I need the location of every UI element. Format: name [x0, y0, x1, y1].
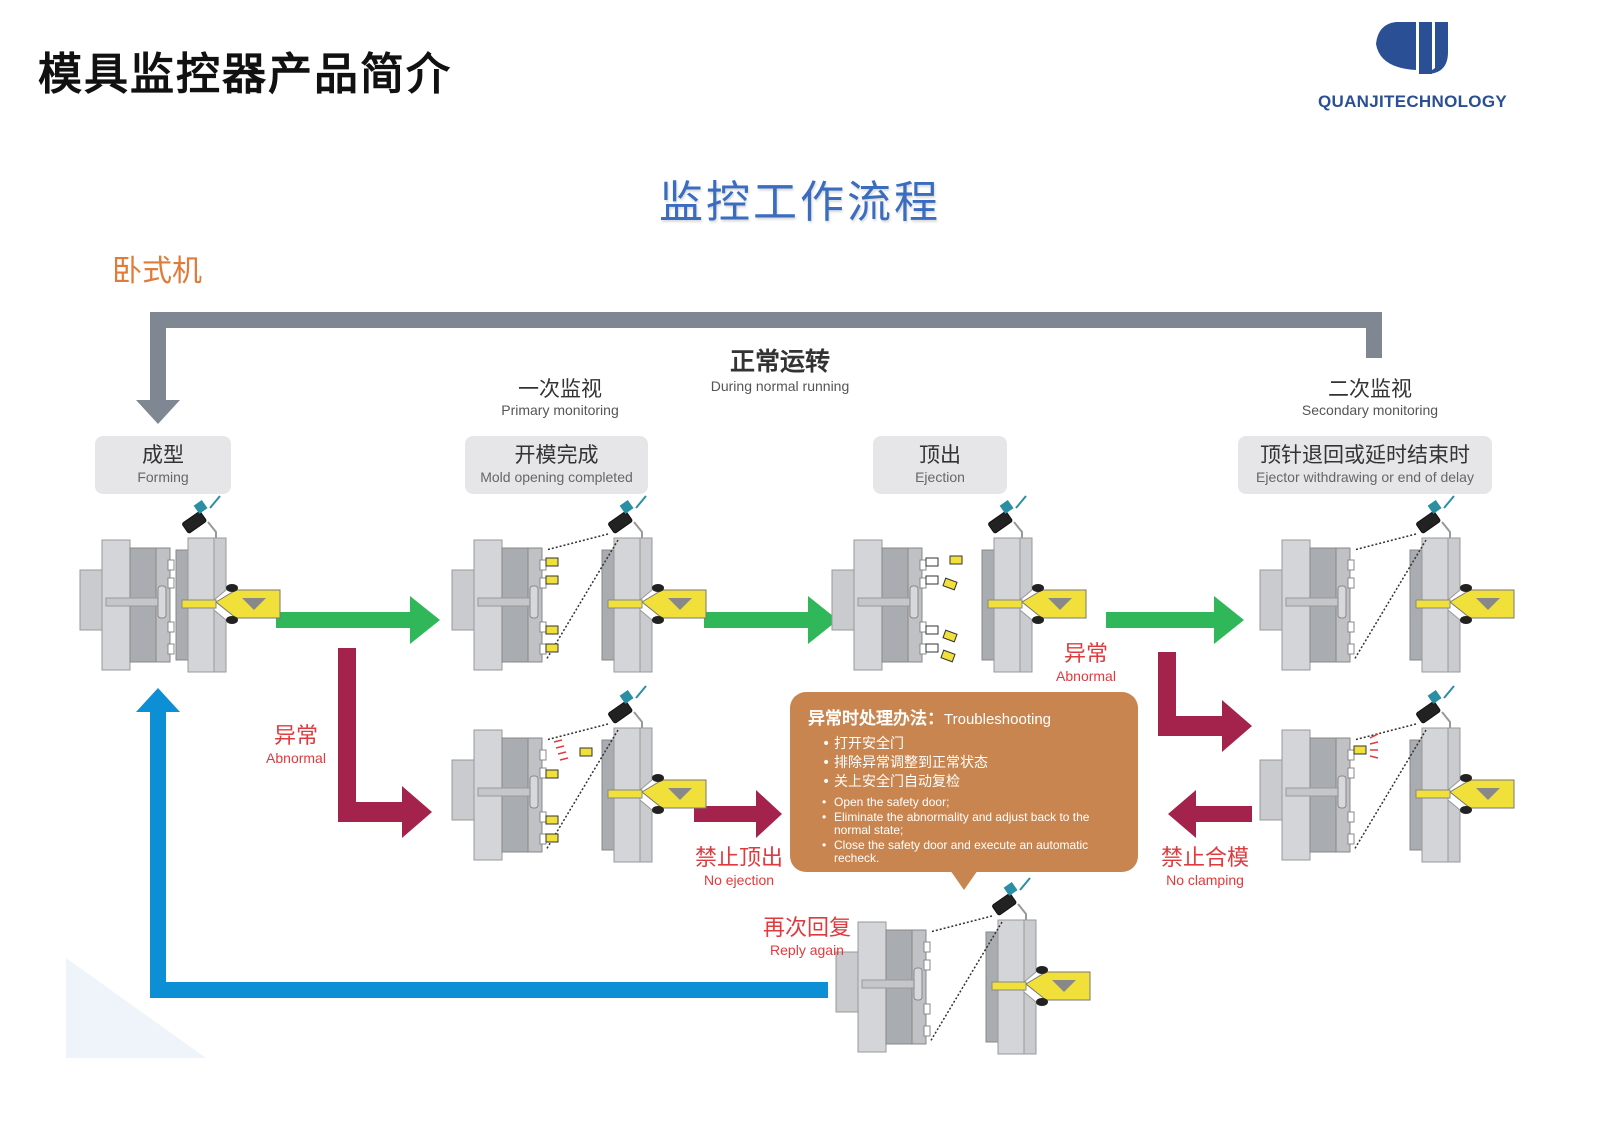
- normal-arrow-2: [704, 596, 838, 644]
- mold-machine-primary-abnormal: [451, 685, 707, 863]
- normal-running-zh: 正常运转: [729, 347, 830, 376]
- mold-machine-ejection: [831, 495, 1087, 673]
- no-ejection-label: 禁止顶出 No ejection: [684, 846, 794, 888]
- stage-en: Secondary monitoring: [1301, 402, 1439, 418]
- step-ejection: 顶出 Ejection: [873, 436, 1007, 494]
- machine-type-label: 卧式机: [112, 254, 202, 289]
- troubleshooting-step: 排除异常调整到正常状态: [822, 754, 1120, 773]
- step-en: Forming: [137, 469, 189, 485]
- step-zh: 顶出: [919, 443, 961, 467]
- action-zh: 禁止顶出: [694, 846, 783, 871]
- step-zh: 顶针退回或延时结束时: [1260, 443, 1470, 467]
- normal-running-label: 正常运转 During normal running: [680, 346, 880, 394]
- troubleshooting-title: 异常时处理办法：Troubleshooting: [808, 704, 1120, 729]
- step-zh: 开模完成: [514, 443, 599, 467]
- step-ejector-withdrawing: 顶针退回或延时结束时 Ejector withdrawing or end of…: [1238, 436, 1492, 494]
- reply-again-label: 再次回复 Reply again: [752, 916, 862, 958]
- mold-machine-forming: [79, 495, 281, 673]
- normal-arrow-1: [276, 596, 440, 644]
- troubleshooting-step: Close the safety door and execute an aut…: [822, 839, 1120, 865]
- decorative-triangle: [66, 958, 206, 1058]
- troubleshooting-title-en: Troubleshooting: [944, 711, 1052, 728]
- abnormal-label-secondary: 异常 Abnormal: [1046, 642, 1126, 684]
- callout-pointer: [950, 870, 978, 890]
- stage-en: Primary monitoring: [501, 402, 619, 418]
- mold-machine-secondary-abnormal: [1259, 685, 1515, 863]
- abnormal-zh: 异常: [1063, 642, 1108, 667]
- step-en: Mold opening completed: [480, 469, 633, 485]
- loop-arrow: [136, 312, 1382, 424]
- step-mold-opening: 开模完成 Mold opening completed: [465, 436, 648, 494]
- mold-machine-recheck: [835, 877, 1091, 1055]
- troubleshooting-callout: 异常时处理办法：Troubleshooting 打开安全门 排除异常调整到正常状…: [790, 692, 1138, 872]
- secondary-monitoring-label: 二次监视 Secondary monitoring: [1270, 376, 1470, 418]
- action-zh: 再次回复: [762, 916, 851, 941]
- step-en: Ejector withdrawing or end of delay: [1256, 469, 1474, 485]
- brand-name: QUANJITECHNOLOGY: [1318, 92, 1507, 111]
- troubleshooting-step: Open the safety door;: [822, 796, 1120, 810]
- troubleshooting-steps-zh: 打开安全门 排除异常调整到正常状态 关上安全门自动复检: [808, 735, 1120, 792]
- stage-zh: 二次监视: [1328, 377, 1412, 401]
- mold-machine-secondary: [1259, 495, 1515, 673]
- troubleshooting-step: 打开安全门: [822, 735, 1120, 754]
- action-zh: 禁止合模: [1160, 846, 1249, 871]
- abnormal-en: Abnormal: [1056, 668, 1116, 684]
- abnormal-arrow-primary: [338, 648, 432, 838]
- action-en: No clamping: [1166, 872, 1244, 888]
- mold-machine-mold-open: [451, 495, 707, 673]
- step-en: Ejection: [915, 469, 965, 485]
- abnormal-en: Abnormal: [266, 750, 326, 766]
- no-clamping-label: 禁止合模 No clamping: [1150, 846, 1260, 888]
- abnormal-label-primary: 异常 Abnormal: [256, 724, 336, 766]
- abnormal-zh: 异常: [273, 724, 318, 749]
- action-en: Reply again: [770, 942, 844, 958]
- troubleshooting-step: Eliminate the abnormality and adjust bac…: [822, 811, 1120, 837]
- stage-zh: 一次监视: [518, 377, 602, 401]
- step-zh: 成型: [142, 443, 184, 467]
- no-clamping-arrow: [1168, 790, 1252, 838]
- troubleshooting-title-zh: 异常时处理办法：: [808, 709, 944, 729]
- section-title: 监控工作流程: [659, 177, 941, 228]
- action-en: No ejection: [703, 872, 775, 888]
- brand-logo-icon: [1376, 22, 1448, 74]
- normal-running-en: During normal running: [710, 378, 850, 394]
- primary-monitoring-label: 一次监视 Primary monitoring: [470, 376, 650, 418]
- no-ejection-arrow: [694, 790, 782, 838]
- normal-arrow-3: [1106, 596, 1244, 644]
- troubleshooting-step: 关上安全门自动复检: [822, 773, 1120, 792]
- troubleshooting-steps-en: Open the safety door; Eliminate the abno…: [808, 796, 1120, 865]
- abnormal-arrow-secondary: [1158, 652, 1252, 752]
- step-forming: 成型 Forming: [95, 436, 231, 494]
- page-title: 模具监控器产品简介: [38, 49, 452, 100]
